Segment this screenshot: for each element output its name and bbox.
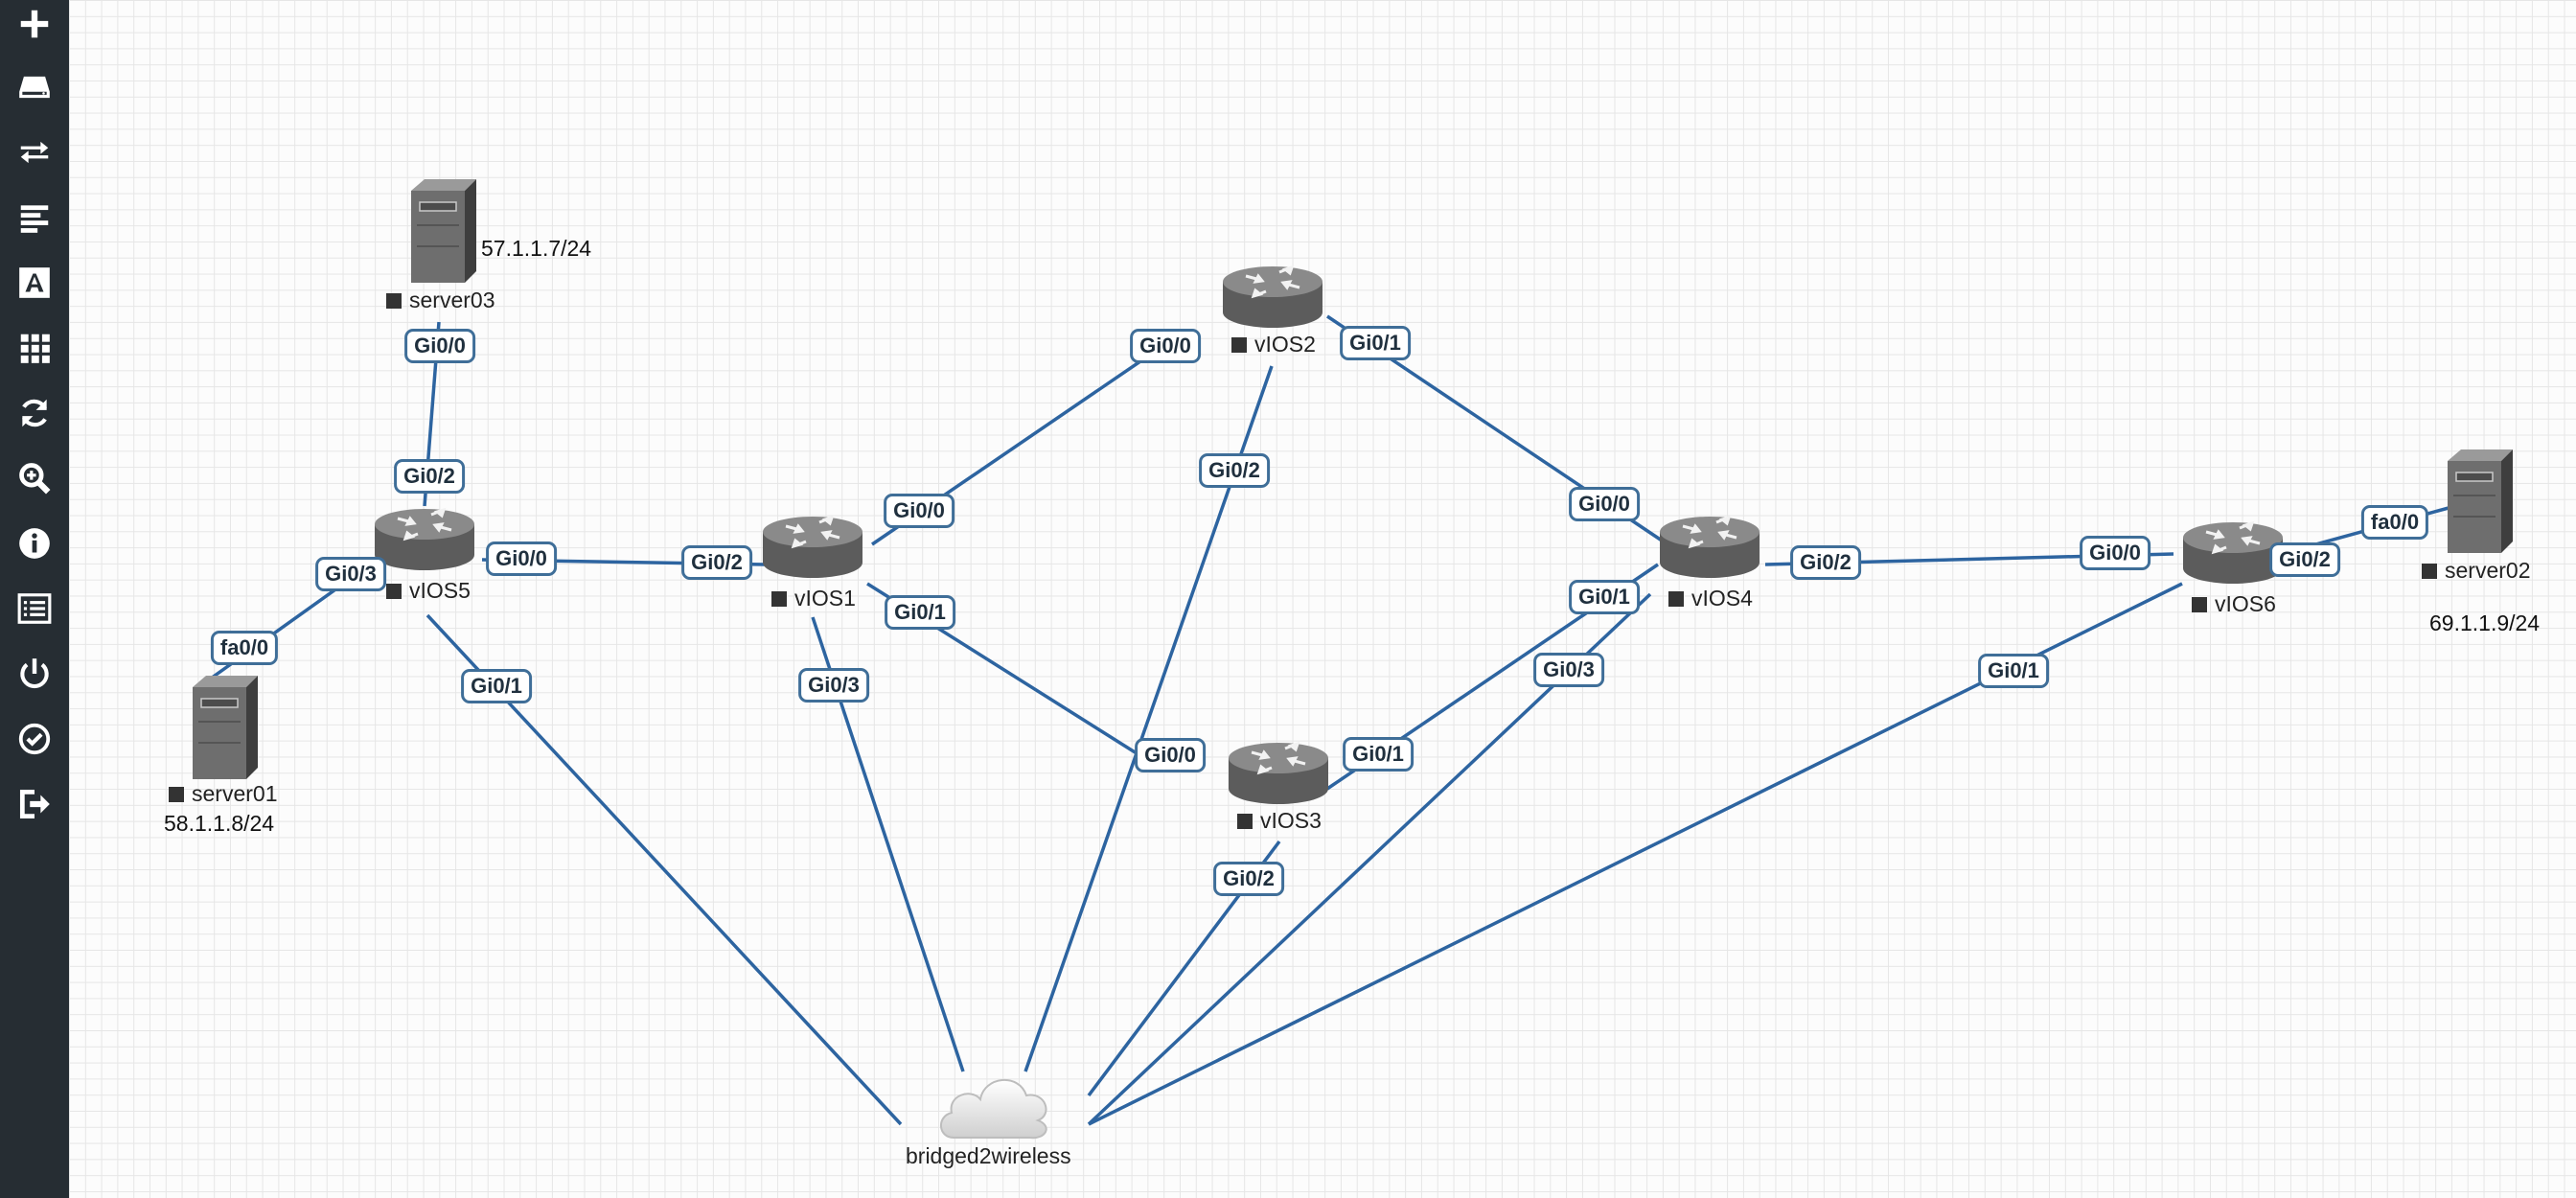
router-icon bbox=[1229, 741, 1328, 804]
nodes-button[interactable] bbox=[8, 60, 61, 114]
iface-vios2-gi0-0[interactable]: Gi0/0 bbox=[1130, 329, 1201, 363]
node-status-indicator bbox=[771, 590, 787, 607]
iface-vios6-gi0-0[interactable]: Gi0/0 bbox=[2080, 536, 2150, 570]
router-vios4[interactable]: vIOS4 bbox=[1657, 513, 1762, 611]
iface-vios5-gi0-1[interactable]: Gi0/1 bbox=[461, 669, 532, 703]
iface-vios1-gi0-0[interactable]: Gi0/0 bbox=[884, 494, 954, 528]
topology-canvas[interactable] bbox=[69, 0, 2576, 1198]
iface-vios4-gi0-0[interactable]: Gi0/0 bbox=[1569, 487, 1640, 521]
node-label: vIOS3 bbox=[1260, 808, 1322, 833]
node-label: vIOS6 bbox=[2215, 591, 2276, 616]
close-lab-button[interactable] bbox=[8, 777, 61, 831]
iface-vios2-gi0-1[interactable]: Gi0/1 bbox=[1340, 326, 1411, 360]
server03-ip-label: 57.1.1.7/24 bbox=[481, 236, 592, 261]
check-icon bbox=[18, 723, 51, 755]
logout-icon bbox=[19, 789, 50, 819]
iface-vios1-gi0-3[interactable]: Gi0/3 bbox=[798, 668, 869, 703]
server-icon bbox=[193, 676, 258, 779]
server02-ip-label: 69.1.1.9/24 bbox=[2429, 611, 2541, 635]
router-icon bbox=[1223, 265, 1322, 328]
align-left-icon bbox=[20, 205, 49, 233]
router-vios2[interactable]: vIOS2 bbox=[1220, 263, 1325, 357]
router-vios1[interactable]: vIOS1 bbox=[760, 513, 865, 611]
node-status-indicator bbox=[1231, 336, 1247, 353]
router-icon bbox=[763, 515, 862, 578]
iface-vios4-gi0-1[interactable]: Gi0/1 bbox=[1569, 580, 1640, 614]
drive-icon bbox=[19, 76, 50, 99]
node-label: vIOS1 bbox=[794, 586, 856, 611]
node-label: server01 bbox=[192, 781, 278, 806]
text-icon bbox=[19, 267, 50, 298]
server01-label: server01 bbox=[169, 781, 277, 807]
lab-list-button[interactable] bbox=[8, 582, 61, 635]
server-icon bbox=[2448, 449, 2513, 553]
iface-vios3-gi0-2[interactable]: Gi0/2 bbox=[1213, 862, 1284, 896]
iface-vios5-gi0-0[interactable]: Gi0/0 bbox=[486, 541, 557, 576]
node-label: vIOS5 bbox=[409, 578, 471, 603]
router-icon bbox=[2183, 520, 2283, 584]
networks-button[interactable] bbox=[8, 126, 61, 179]
iface-vios5-gi0-2[interactable]: Gi0/2 bbox=[394, 459, 465, 494]
node-label: server02 bbox=[2445, 558, 2531, 583]
add-object-button[interactable] bbox=[8, 0, 61, 51]
iface-vios2-gi0-2[interactable]: Gi0/2 bbox=[1199, 453, 1270, 488]
node-status-indicator bbox=[2422, 563, 2437, 579]
list-icon bbox=[17, 593, 52, 624]
node-status-indicator bbox=[386, 583, 402, 599]
node-label: vIOS4 bbox=[1691, 586, 1753, 611]
text-button[interactable] bbox=[8, 256, 61, 310]
cloud-bridged2wireless[interactable]: bridged2wireless bbox=[906, 1067, 1071, 1168]
refresh-icon bbox=[22, 399, 47, 427]
iface-vios6-gi0-2[interactable]: Gi0/2 bbox=[2269, 542, 2340, 577]
server-server01[interactable] bbox=[189, 674, 262, 781]
iface-vios4-gi0-2[interactable]: Gi0/2 bbox=[1790, 545, 1861, 580]
server01-ip-label: 58.1.1.8/24 bbox=[164, 811, 275, 836]
info-button[interactable] bbox=[8, 517, 61, 570]
iface-server03-gi0-0[interactable]: Gi0/0 bbox=[404, 329, 475, 363]
server-server02[interactable] bbox=[2444, 448, 2517, 555]
router-icon bbox=[375, 507, 474, 570]
power-button[interactable] bbox=[8, 647, 61, 701]
startup-configs-button[interactable] bbox=[8, 191, 61, 244]
pictures-button[interactable] bbox=[8, 321, 61, 375]
server02-label: server02 bbox=[2422, 558, 2530, 584]
plus-icon bbox=[20, 10, 49, 38]
iface-vios4-gi0-3[interactable]: Gi0/3 bbox=[1533, 653, 1604, 687]
iface-vios3-gi0-1[interactable]: Gi0/1 bbox=[1343, 737, 1414, 772]
router-icon bbox=[1660, 515, 1760, 578]
iface-vios6-gi0-1[interactable]: Gi0/1 bbox=[1978, 654, 2049, 688]
iface-vios5-gi0-3[interactable]: Gi0/3 bbox=[315, 557, 386, 591]
node-status-indicator bbox=[2192, 596, 2207, 612]
router-vios6[interactable]: vIOS6 bbox=[2180, 518, 2286, 616]
refresh-button[interactable] bbox=[8, 386, 61, 440]
server-server03[interactable] bbox=[407, 177, 480, 285]
server-icon bbox=[411, 179, 476, 283]
router-vios3[interactable]: vIOS3 bbox=[1226, 739, 1331, 833]
node-status-indicator bbox=[386, 292, 402, 309]
cloud-icon bbox=[940, 1079, 1047, 1140]
node-status-indicator bbox=[1668, 590, 1684, 607]
iface-vios1-gi0-1[interactable]: Gi0/1 bbox=[885, 595, 955, 630]
iface-server01-fa0-0[interactable]: fa0/0 bbox=[210, 631, 279, 665]
zoom-icon bbox=[19, 463, 51, 495]
power-icon bbox=[20, 658, 49, 689]
node-label: vIOS2 bbox=[1254, 332, 1316, 357]
status-button[interactable] bbox=[8, 712, 61, 766]
zoom-button[interactable] bbox=[8, 451, 61, 505]
info-icon bbox=[19, 528, 50, 559]
router-vios5[interactable]: vIOS5 bbox=[372, 505, 477, 603]
transfer-icon bbox=[20, 141, 49, 164]
node-status-indicator bbox=[169, 786, 184, 802]
sidebar bbox=[0, 0, 69, 1198]
iface-vios1-gi0-2[interactable]: Gi0/2 bbox=[681, 545, 752, 580]
server03-label: server03 bbox=[386, 288, 494, 313]
iface-vios3-gi0-0[interactable]: Gi0/0 bbox=[1135, 738, 1206, 772]
node-label: bridged2wireless bbox=[906, 1143, 1071, 1168]
node-label: server03 bbox=[409, 288, 495, 312]
node-status-indicator bbox=[1237, 813, 1253, 829]
iface-server02-fa0-0[interactable]: fa0/0 bbox=[2360, 505, 2429, 540]
grid-icon bbox=[20, 334, 50, 363]
